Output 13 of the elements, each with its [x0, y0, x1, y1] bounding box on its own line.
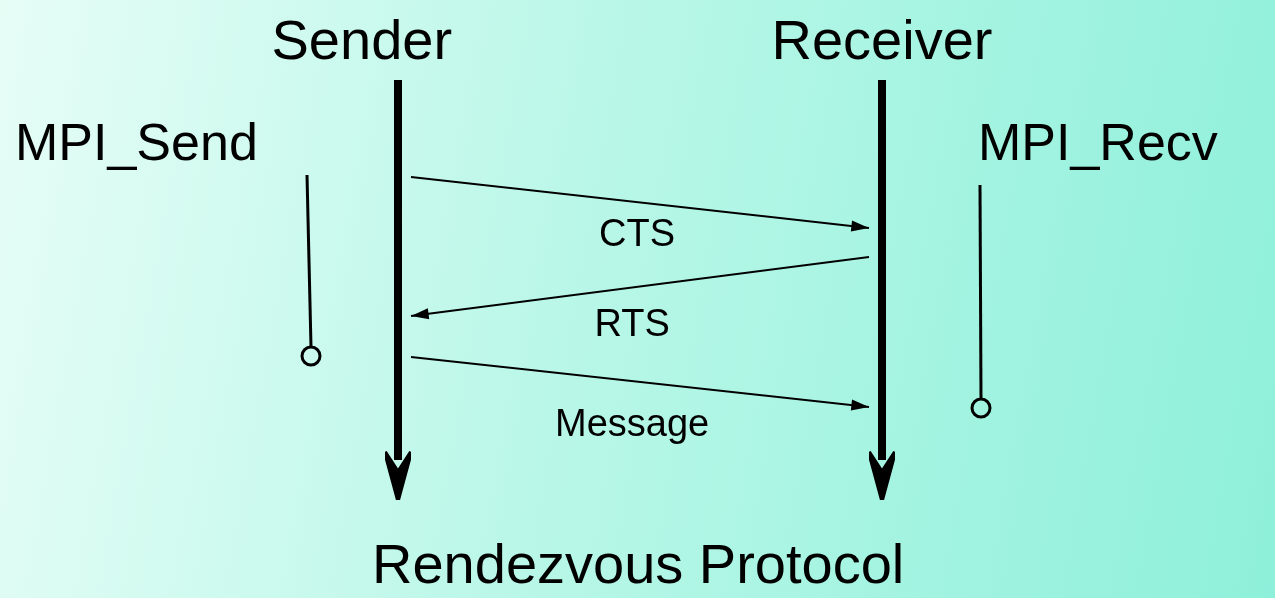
edge-label: CTS — [599, 214, 675, 252]
participant-label: Receiver — [771, 12, 993, 68]
caption: Rendezvous Protocol — [372, 536, 905, 592]
call-label: MPI_Send — [15, 116, 258, 168]
edge-label: RTS — [594, 304, 670, 342]
lifeline-arrow — [869, 80, 895, 500]
call-label: MPI_Recv — [978, 116, 1218, 168]
message-arrow — [410, 256, 870, 320]
lifeline-arrow — [385, 80, 411, 500]
participant-label: Sender — [271, 12, 453, 68]
message-arrow — [410, 176, 870, 232]
edge-label: Message — [555, 404, 710, 442]
message-arrow — [410, 356, 870, 411]
